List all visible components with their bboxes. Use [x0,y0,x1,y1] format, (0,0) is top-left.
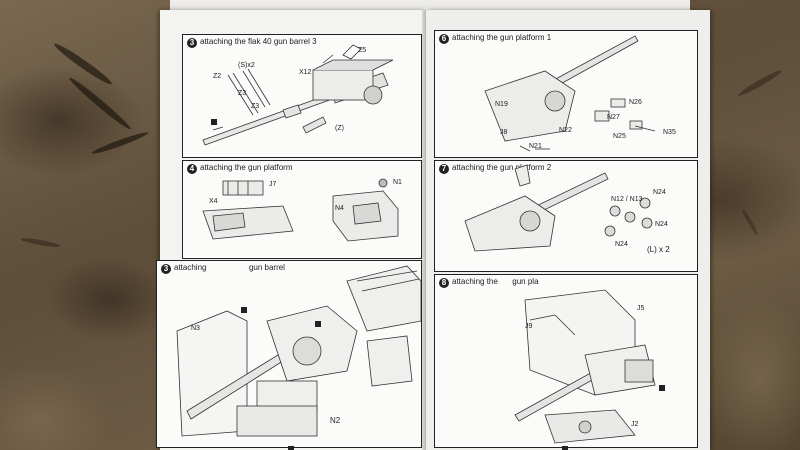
part-label: J5 [637,305,645,312]
part-label: J8 [500,129,508,136]
step-panel-7-platform-2: 7 attaching the gun platform 2 N24 N12 /… [434,160,698,272]
part-label: Z5 [358,47,367,54]
shielded-gun-drawing [514,289,656,444]
step-number-badge: 8 [439,278,449,288]
part-label: N24 [615,241,628,248]
part-label: N1 [393,179,402,186]
gun-barrel-drawing [202,44,394,146]
paint-streak [736,67,784,99]
paint-streak [19,236,61,249]
step-number-badge: 3 [187,38,197,48]
part-label: Z3 [238,90,247,97]
step-title-end: gun pla [512,277,539,286]
notice-icon [315,321,321,327]
page-number-marker [288,446,294,450]
notice-note [659,385,665,391]
part-label: N22 [559,127,572,134]
part-label: Z2 [213,73,222,80]
step-panel-3-gun-barrel: 3 attaching gun barrel N3 N2 [156,260,422,448]
step-panel-6-platform-1: 6 attaching the gun platform 1 N19 N26 N… [434,30,698,158]
instruction-page-left: 3 attaching the flak 40 gun barrel 3 (S)… [156,10,426,450]
platform-2-drawing [464,164,653,252]
page-number-marker [562,446,568,450]
step-title: attaching the flak 40 gun barrel 3 [200,37,317,46]
step-number-badge: 6 [439,34,449,44]
notice-note [315,321,321,327]
step-title: attaching the gun platform 2 [452,163,552,172]
part-label: N24 [653,189,666,196]
notice-note [211,119,217,125]
step-panel-8-platform: 8 attaching the gun pla J5 J9 J2 [434,274,698,448]
notice-note [241,307,247,313]
part-label: N26 [629,99,642,106]
step-panel-3-barrel: 3 attaching the flak 40 gun barrel 3 (S)… [182,34,422,158]
paint-streak [52,40,114,88]
step-panel-4-platform: 4 attaching the gun platform J7 X4 N1 N4 [182,160,422,259]
paint-streak [67,75,133,132]
step-title: attaching the gun platform 1 [452,33,552,42]
notice-icon [211,119,217,125]
part-label: J2 [631,421,639,428]
part-label: N35 [663,129,676,136]
part-label: N2 [330,416,341,425]
paint-streak [90,129,150,157]
part-label: N3 [191,325,200,332]
part-label: X12 [299,69,312,76]
part-label: N24 [655,221,668,228]
notice-icon [241,307,247,313]
instruction-page-right: 6 attaching the gun platform 1 N19 N26 N… [426,10,710,450]
part-label: (S)x2 [238,62,255,69]
step-number-badge: 3 [161,264,171,274]
part-label: N19 [495,101,508,108]
step-title-start: attaching [174,263,207,272]
step-title: attaching the gun platform [200,163,293,172]
step-number-badge: 7 [439,164,449,174]
step-title-start: attaching the [452,277,498,286]
part-label: N21 [529,143,542,150]
step-number-badge: 4 [187,164,197,174]
part-label: N27 [607,114,620,121]
part-label: (Z) [335,125,344,132]
step-title: attaching gun barrel [174,263,285,272]
platform-1-drawing [484,35,656,152]
part-label: (L) x 2 [647,245,670,254]
part-label: J7 [269,181,277,188]
part-label: X4 [209,198,218,205]
step-title: attaching the gun pla [452,277,539,286]
part-label: J9 [525,323,533,330]
part-label: Z3 [251,103,260,110]
step-title-end: gun barrel [248,263,285,272]
gun-platform-drawing [202,178,399,242]
part-label: N25 [613,133,626,140]
part-label: N12 / N13 [611,196,643,203]
part-label: N4 [335,205,344,212]
gun-assembly-drawing [176,265,421,437]
notice-icon [659,385,665,391]
paint-streak [740,208,760,236]
